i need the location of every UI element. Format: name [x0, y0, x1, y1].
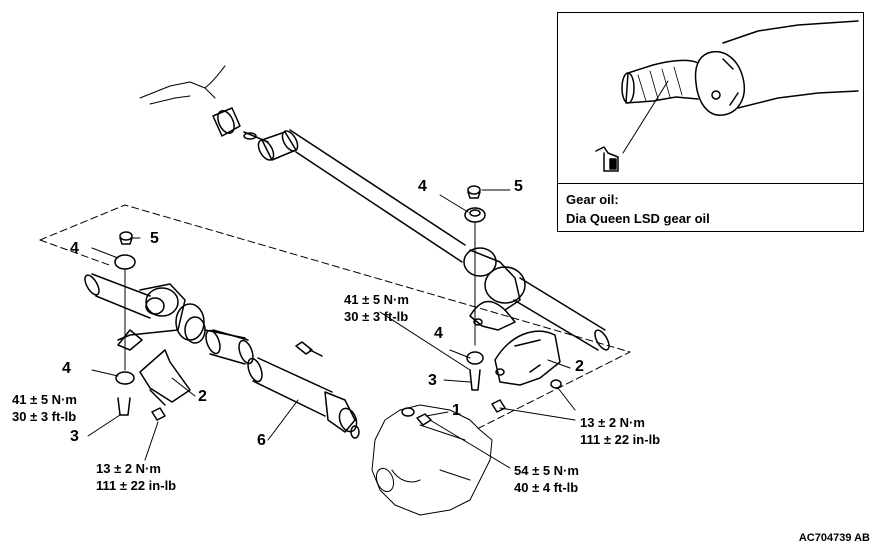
right-bracket-nut-2 — [550, 379, 562, 389]
gear-oil-inset: Gear oil: Dia Queen LSD gear oil — [557, 12, 864, 232]
callout-2-left: 2 — [198, 388, 207, 405]
callout-5-left: 5 — [150, 230, 159, 247]
torque-left-nut-nm: 13 ± 2 N·m — [96, 461, 161, 476]
callout-4-lower-left: 4 — [62, 360, 71, 377]
callout-4-middle: 4 — [434, 325, 443, 342]
hardware-upper-right — [464, 185, 486, 391]
torque-left-bolt-nm: 41 ± 5 N·m — [12, 392, 77, 407]
transfer-case-outline — [139, 65, 226, 105]
oil-can-icon — [595, 146, 619, 172]
gear-oil-title: Gear oil: — [566, 192, 619, 207]
flange-nut — [416, 413, 432, 426]
torque-left-bolt: 41 ± 5 N·m 30 ± 3 ft-lb — [12, 391, 77, 425]
torque-center-bolt-nm: 41 ± 5 N·m — [344, 292, 409, 307]
rear-propeller-shaft — [247, 357, 360, 439]
rear-differential — [371, 404, 493, 516]
gear-oil-spec: Gear oil: Dia Queen LSD gear oil — [558, 183, 863, 233]
torque-flange: 54 ± 5 N·m 40 ± 4 ft-lb — [514, 462, 579, 496]
torque-flange-ftlb: 40 ± 4 ft-lb — [514, 480, 579, 495]
torque-right-nut-nm: 13 ± 2 N·m — [580, 415, 645, 430]
sleeve-yoke — [212, 107, 269, 143]
torque-left-nut: 13 ± 2 N·m 111 ± 22 in-lb — [96, 460, 176, 494]
callout-5-upper-right: 5 — [514, 178, 523, 195]
callout-3-middle: 3 — [428, 372, 437, 389]
callout-1: 1 — [452, 402, 461, 419]
torque-center-bolt-ftlb: 30 ± 3 ft-lb — [344, 309, 409, 324]
figure-code: AC704739 AB — [798, 532, 870, 544]
front-shaft-section — [84, 273, 254, 365]
torque-right-nut-inlb: 111 ± 22 in-lb — [580, 432, 661, 447]
washer — [401, 407, 415, 417]
leader-lines — [87, 189, 576, 469]
callout-3-left: 3 — [70, 428, 79, 445]
inset-drawing — [595, 20, 859, 172]
torque-center-bolt: 41 ± 5 N·m 30 ± 3 ft-lb — [344, 291, 409, 325]
callout-4-left: 4 — [70, 240, 79, 257]
bracket-left — [139, 349, 191, 406]
torque-flange-nm: 54 ± 5 N·m — [514, 463, 579, 478]
right-bracket-nut — [491, 399, 506, 413]
left-bracket-nut — [151, 407, 166, 421]
torque-left-nut-inlb: 111 ± 22 in-lb — [96, 478, 177, 493]
exploded-view-outline — [39, 204, 631, 431]
yoke-bolt — [295, 341, 323, 357]
callout-2-right: 2 — [575, 358, 584, 375]
torque-left-bolt-ftlb: 30 ± 3 ft-lb — [12, 409, 77, 424]
callout-4-upper-right: 4 — [418, 178, 427, 195]
torque-right-nut: 13 ± 2 N·m 111 ± 22 in-lb — [580, 414, 660, 448]
hardware-upper-left — [114, 231, 136, 416]
front-propeller-shaft — [257, 129, 610, 351]
gear-oil-value: Dia Queen LSD gear oil — [566, 211, 710, 226]
callout-6: 6 — [257, 432, 266, 449]
bracket-right — [494, 330, 561, 386]
